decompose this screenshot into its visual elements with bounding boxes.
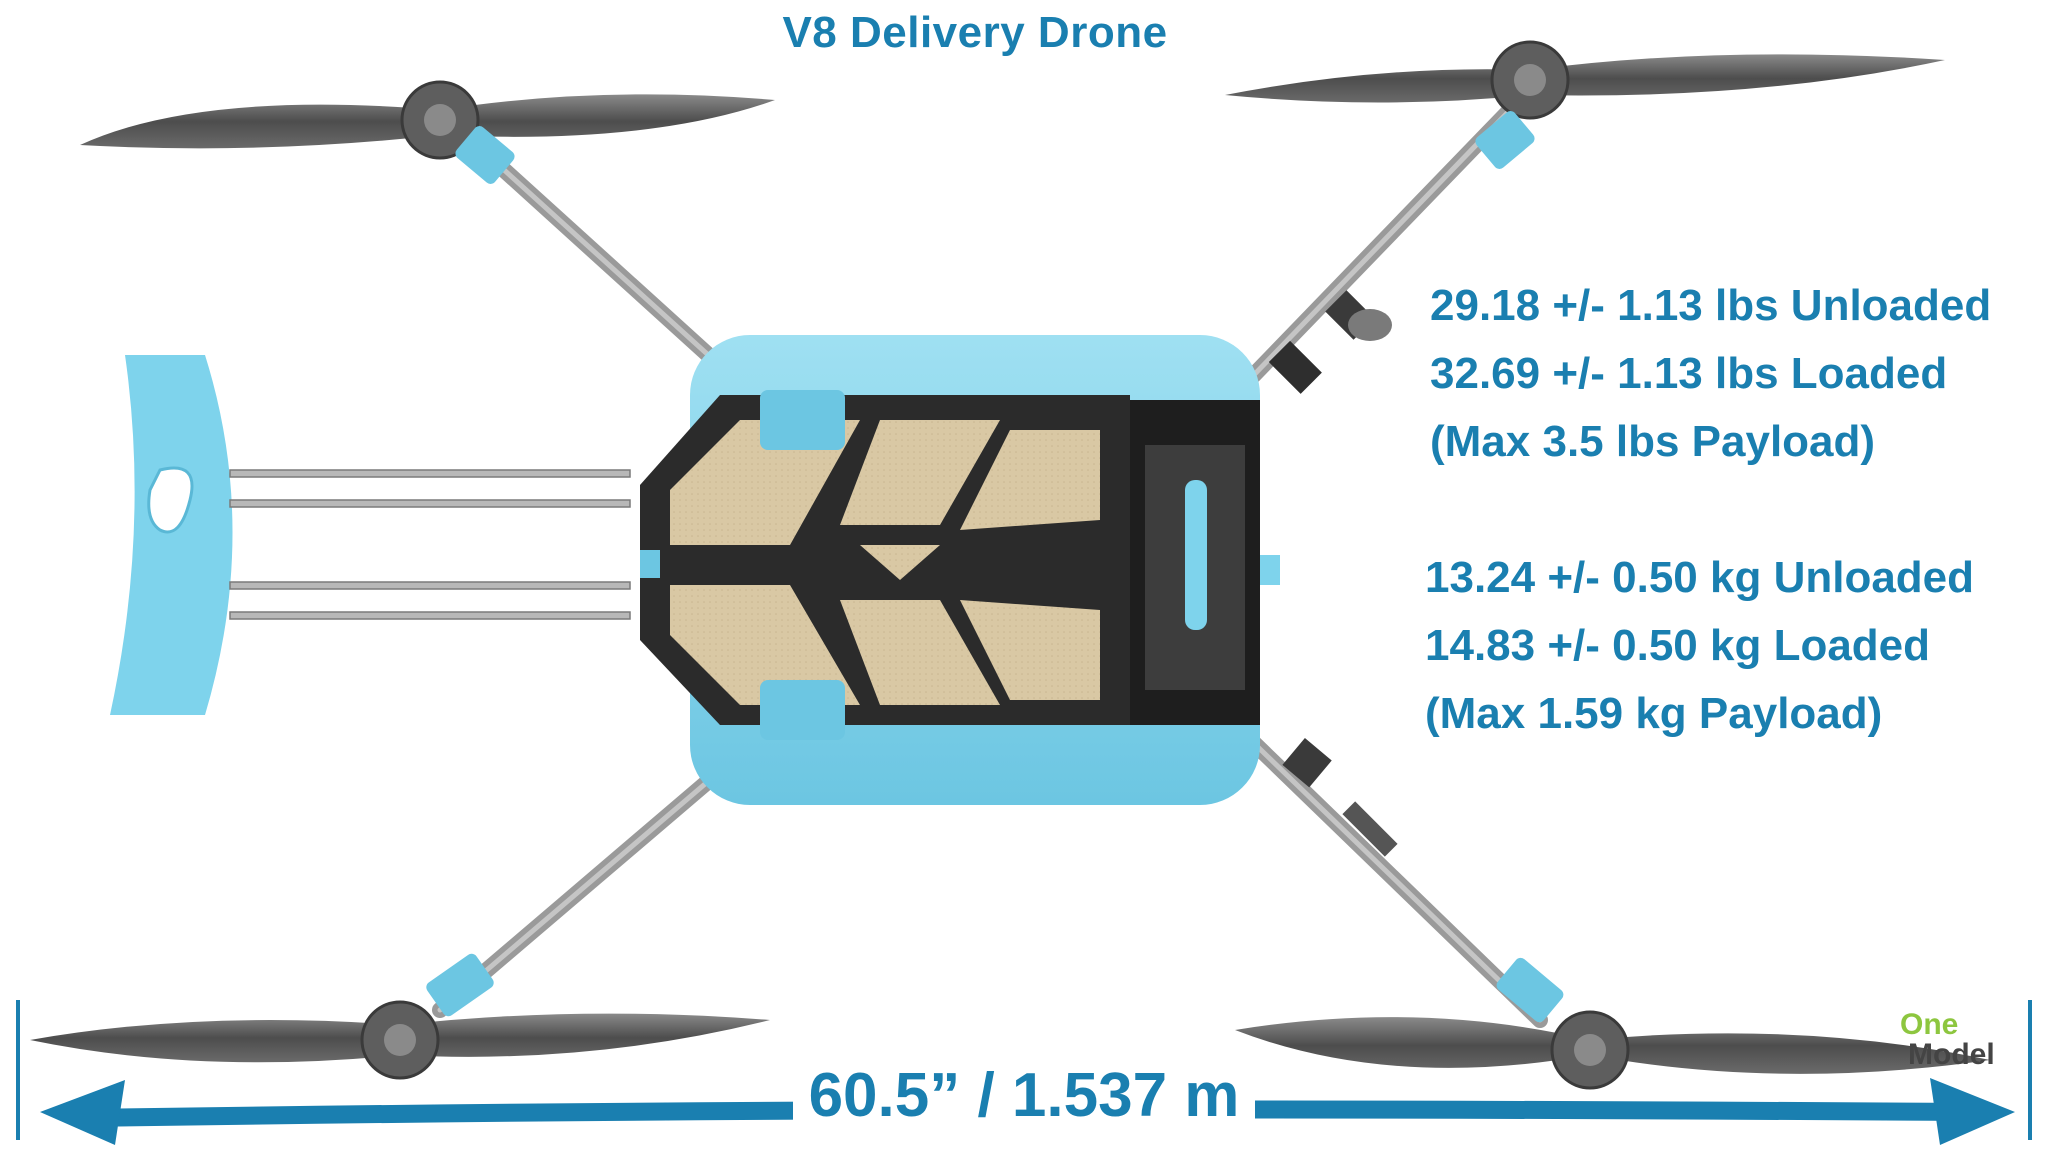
- arm-mount: [640, 550, 660, 578]
- arm-front-right: [1212, 102, 1518, 418]
- diagram-title: V8 Delivery Drone: [782, 8, 1168, 57]
- payload-bay: [1130, 400, 1280, 725]
- frame-plate: [640, 395, 1130, 725]
- weight-loaded-lbs: 32.69 +/- 1.13 lbs Loaded: [1430, 349, 1948, 398]
- esc-module: [1282, 738, 1332, 788]
- propeller-rear-right: [1235, 957, 1990, 1090]
- propeller-front-right: [1225, 40, 1945, 169]
- propeller-front-left: [80, 80, 775, 184]
- logo-line-model: Model: [1908, 1038, 1995, 1071]
- max-payload-lbs: (Max 3.5 lbs Payload): [1430, 417, 1876, 466]
- weight-loaded-kg: 14.83 +/- 0.50 kg Loaded: [1425, 621, 1931, 670]
- esc-module: [1268, 340, 1322, 394]
- weight-unloaded-kg: 13.24 +/- 0.50 kg Unloaded: [1425, 553, 1975, 602]
- propeller-rear-left: [30, 953, 770, 1080]
- gps-mast: [1342, 801, 1398, 857]
- brand-logo: One Model: [1900, 1010, 1995, 1070]
- antenna-knob: [1348, 309, 1392, 341]
- arm-mount: [760, 680, 845, 740]
- max-payload-kg: (Max 1.59 kg Payload): [1425, 689, 1883, 738]
- weight-unloaded-lbs: 29.18 +/- 1.13 lbs Unloaded: [1430, 281, 1992, 330]
- weight-specs-imperial: 29.18 +/- 1.13 lbs Unloaded 32.69 +/- 1.…: [1430, 272, 1991, 476]
- landing-skid: [110, 355, 631, 715]
- arm-mount: [760, 390, 845, 450]
- arm-rear-right: [1222, 712, 1548, 1028]
- weight-specs-metric: 13.24 +/- 0.50 kg Unloaded 14.83 +/- 0.5…: [1425, 544, 1974, 748]
- logo-line-one: One: [1900, 1008, 1959, 1041]
